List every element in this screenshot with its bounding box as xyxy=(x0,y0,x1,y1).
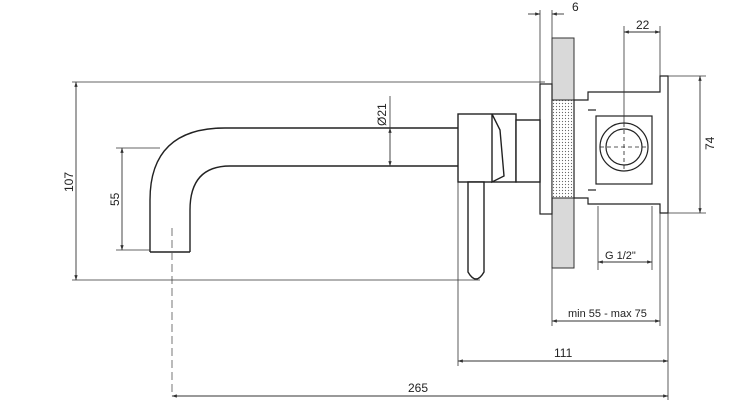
dim-wall-plate-thickness: 6 xyxy=(572,0,579,14)
sleeve-hatch xyxy=(551,99,575,199)
extension-lines xyxy=(72,10,706,400)
dim-total-height: 107 xyxy=(62,172,76,192)
dim-valve-height: 74 xyxy=(703,136,717,150)
dimension-arrows xyxy=(74,12,702,398)
dim-thread: G 1/2" xyxy=(605,250,636,262)
dim-install-depth: min 55 - max 75 xyxy=(568,308,647,320)
dim-lever-offset: 111 xyxy=(554,346,573,360)
valve-body xyxy=(573,75,669,214)
dim-total-length: 265 xyxy=(408,381,428,395)
wall-plate xyxy=(539,83,553,215)
dim-valve-width: 22 xyxy=(636,18,650,32)
spout xyxy=(149,127,460,396)
handle-body xyxy=(457,113,541,280)
dim-spout-drop: 55 xyxy=(108,192,122,206)
dim-pipe-diameter: Ø21 xyxy=(375,103,389,126)
